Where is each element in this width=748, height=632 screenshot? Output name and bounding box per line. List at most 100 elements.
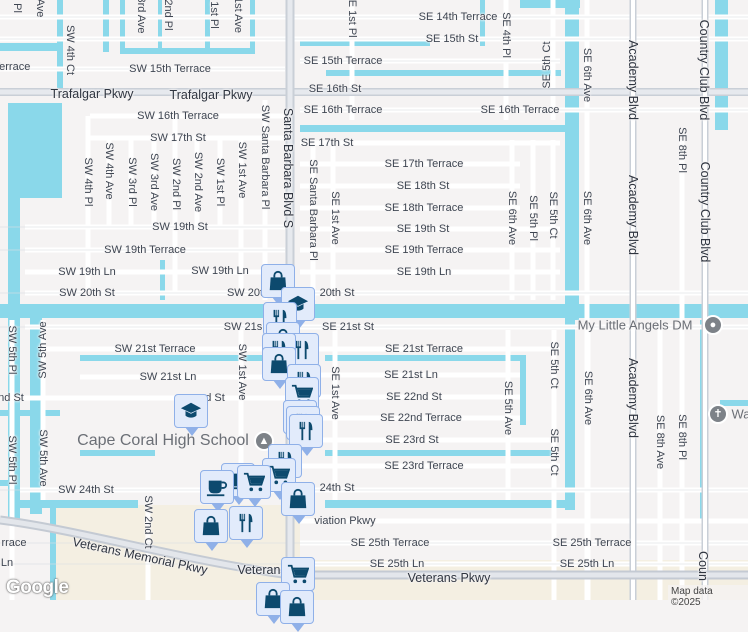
street-label: SW 20t [226, 287, 264, 299]
street-label: 1st Ave [232, 0, 244, 33]
coffee-cup-icon [206, 476, 228, 498]
street-label: Academy Blvd [626, 358, 640, 438]
graduation-cap-icon: ▲ [258, 435, 270, 447]
street-label: SE 17th St [300, 137, 354, 149]
poi-marker-shopping[interactable] [280, 590, 314, 632]
graduation-cap-icon [180, 400, 202, 422]
street-label: SW 21st Ln [139, 371, 197, 383]
street-label: SW 19th Terrace [104, 244, 186, 256]
street-label: SE 5th Ct [541, 41, 553, 89]
street-label: SW 5th Ave [37, 321, 49, 379]
street-label: SW 2nd Ct [142, 495, 154, 549]
street-label: SW 1st Pl [214, 157, 226, 207]
poi-marker-restaurant[interactable] [289, 414, 323, 456]
place-icon: ● [709, 319, 717, 331]
street-label: SE 1st Pl [346, 0, 358, 38]
street-label: SE 6th Ave [581, 190, 593, 246]
shopping-bag-icon [200, 515, 222, 537]
street-label: SW 5th Pl [6, 435, 18, 485]
church-pin[interactable]: ✝ [708, 404, 728, 424]
street-label: SW 4th Pl [82, 157, 94, 207]
street-label: Veterans Pkwy [407, 571, 491, 585]
street-label: SE 1st Ave [329, 191, 341, 245]
street-label: nd St [0, 392, 24, 404]
street-label: SE 16th Terrace [303, 104, 383, 116]
street-label: SE 1st Ave [329, 366, 341, 420]
street-label: SE 4th Pl [500, 12, 512, 58]
street-label: SE 19th Terrace [384, 244, 464, 256]
street-label: SE 14th Terrace [418, 11, 498, 23]
street-label: SE 18th Terrace [384, 202, 464, 214]
street-label: SE 22nd St [386, 391, 442, 403]
street-label: Trafalgar Pkwy [50, 87, 134, 101]
street-label: SW 21s [223, 321, 263, 333]
street-label: SW 19th Ln [191, 265, 249, 277]
street-label: SW 19th St [152, 221, 208, 233]
street-label: Country Club Blvd [697, 19, 711, 121]
street-label: SE 17th Terrace [384, 158, 464, 170]
street-label: Trafalgar Pkwy [169, 88, 253, 102]
street-label: viation Pkwy [314, 515, 376, 527]
street-label: SE 23rd Terrace [384, 460, 464, 472]
street-label: SE 6th Ave [582, 370, 594, 426]
street-label: SE 8th Pl [676, 414, 688, 460]
map-attribution[interactable]: Map data ©2025 [668, 585, 748, 609]
street-label: SE 5th Ct [548, 428, 560, 476]
street-label: Ln [0, 557, 14, 569]
street-label: SW 5th Pl [6, 325, 18, 375]
google-logo: Google [6, 577, 69, 598]
poi-marker-grocery[interactable] [237, 465, 271, 507]
poi-marker-restaurant[interactable] [229, 506, 263, 548]
street-label: d St [205, 392, 225, 404]
street-label: SE 8th Pl [676, 127, 688, 173]
street-label: rrace [1, 537, 27, 549]
place-label-school[interactable]: Cape Coral High School [77, 432, 249, 449]
street-label: 1st Pl [208, 1, 220, 29]
cross-icon: ✝ [713, 408, 723, 420]
street-label: SW Santa Barbara Pl [259, 104, 271, 210]
street-label: SE 25th Terrace [350, 537, 430, 549]
poi-marker-cafe[interactable] [200, 470, 234, 512]
street-label: SE 18th St [396, 180, 450, 192]
street-label: SE 16th St [308, 83, 362, 95]
street-label: 3rd Ave [135, 0, 147, 34]
place-label-church[interactable]: Wa [731, 406, 748, 422]
street-label: Pl [11, 3, 23, 13]
shopping-bag-icon [286, 596, 308, 618]
street-label: SE 21st Terrace [384, 343, 464, 355]
street-label: SW 4th Ave [103, 142, 115, 200]
street-label: 20th St [319, 287, 355, 299]
street-label: Academy Blvd [626, 175, 640, 255]
street-label: SW 1st Ave [236, 343, 248, 401]
street-label: SE 21st St [322, 321, 374, 333]
street-label: SE 21st Ln [384, 369, 438, 381]
street-label: SW 2nd Ave [192, 151, 204, 213]
street-label: SW 16th Terrace [137, 110, 219, 122]
daycare-pin[interactable]: ● [703, 315, 723, 335]
water-canals [0, 0, 748, 600]
poi-marker-shopping[interactable] [281, 482, 315, 524]
street-label: SW 3rd Ave [148, 153, 160, 211]
poi-marker-shopping[interactable] [194, 509, 228, 551]
street-label: SW 19th Ln [58, 266, 116, 278]
street-label: SW 20th St [59, 287, 115, 299]
street-label: SE 25th Terrace [552, 537, 632, 549]
street-label: SE 25th Ln [369, 558, 425, 570]
street-label: Country Club Blvd [698, 161, 712, 263]
street-label: SE 15th St [425, 33, 479, 45]
fork-knife-icon [235, 512, 257, 534]
poi-marker-school[interactable] [174, 394, 208, 436]
street-label: SW 4th Ct [64, 24, 76, 76]
place-label-daycare[interactable]: My Little Angels DM [577, 317, 693, 333]
street-label: SE 16th Terrace [480, 104, 560, 116]
street-label: SE 5th Pl [527, 195, 539, 241]
street-label: SE Santa Barbara Pl [307, 159, 319, 261]
street-label: SW 1st Ave [236, 141, 248, 199]
street-label: 2nd Pl [162, 0, 174, 31]
street-label: SE 5th Ct [548, 341, 560, 389]
street-label: SW 2nd Pl [170, 158, 182, 210]
street-outlines [0, 16, 748, 565]
street-label: SE 6th Ave [581, 47, 593, 103]
street-label: SE 19th St [396, 223, 450, 235]
street-label: SW 21st Terrace [114, 343, 196, 355]
